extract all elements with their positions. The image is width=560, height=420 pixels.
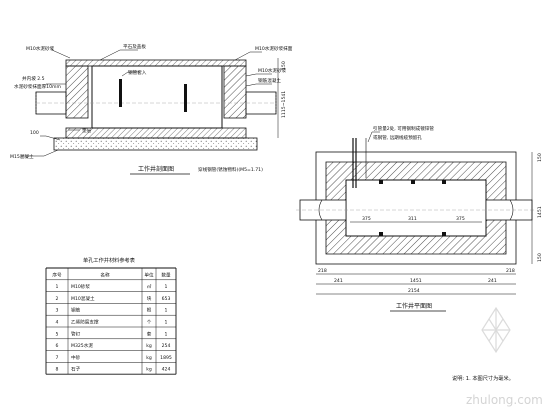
table-cell-unit: 个 (147, 320, 152, 326)
table-cell-name: M325水泥 (71, 342, 93, 349)
table-cell-qty: 1 (165, 320, 168, 326)
table-header-cell: 名称 (100, 271, 110, 278)
table-cell-unit: kg (146, 343, 152, 349)
table-cell-unit: kg (146, 355, 152, 361)
drawing-note: 说明: 1. 本图尺寸为毫米。 (452, 374, 514, 382)
plan-bot-dim-5: 218 (506, 268, 515, 274)
table-cell-index: 2 (56, 296, 59, 302)
table-cell-index: 4 (56, 320, 59, 326)
plan-view: 引管量2处, 可用钢制成镀锌管 或钢管, 远期线缆预留孔 375 311 375… (296, 125, 543, 312)
table-cell-qty: 254 (162, 343, 171, 349)
table-cell-index: 1 (56, 284, 59, 290)
plan-bot-dim-1: 218 (318, 268, 327, 274)
table-cell-name: M10混凝土 (71, 295, 95, 302)
dim-top-gap: 150 (281, 61, 287, 70)
materials-table: 单孔工作井材料参考表 序号 名称 单位数量 1 M10砂浆 ㎡ 1 2 M10混凝土 块 653 3 钢… (45, 256, 177, 375)
section-view: M10水泥砂浆 平石及盖板 M10水泥砂浆抹面 井内坡 2.5 水泥砂浆抹面厚1… (10, 43, 293, 175)
table-cell-qty: 1895 (160, 355, 172, 361)
table-cell-name: 石子 (71, 366, 81, 373)
label-right-side: M10水泥砂浆 (258, 67, 287, 74)
table-cell-unit: 根 (147, 307, 152, 314)
label-slope-1: 井内坡 2.5 (22, 75, 45, 82)
label-bottom-base: 垫层 (82, 127, 92, 134)
table-cell-name: 钢筋 (71, 307, 81, 314)
plan-bot-dim-4: 241 (488, 278, 497, 284)
table-cell-name: 管钉 (71, 330, 81, 337)
table-cell-qty: 1 (165, 308, 168, 314)
table-cell-qty: 1 (165, 284, 168, 290)
label-top-cover: 平石及盖板 (123, 43, 146, 50)
plan-inner-dim-3: 375 (456, 216, 465, 222)
plan-inner-dim-1: 375 (362, 216, 371, 222)
table-cell-unit: kg (146, 367, 152, 373)
section-title: 工作井剖面图 (138, 165, 174, 173)
table-cell-unit: 套 (147, 330, 152, 337)
table-header-cell: 单位 (144, 271, 154, 278)
table-cell-index: 8 (56, 367, 59, 373)
table-header-cell: 数量 (161, 271, 171, 278)
right-wall (223, 65, 247, 119)
plan-side-dim-mid: 1451 (537, 206, 543, 218)
base-layer (65, 127, 247, 139)
left-wall (65, 65, 89, 119)
watermark: zhulong.com (466, 306, 543, 407)
label-slope-2: 水泥砂浆抹面厚10mm (14, 83, 61, 90)
table-grid: 序号 名称 单位数量 1 M10砂浆 ㎡ 1 2 M10混凝土 块 653 3 钢筋 根 1 4 乙烯防腐支撑 个… (45, 267, 177, 375)
rebar-right (184, 84, 187, 112)
top-slab (65, 59, 247, 67)
table-cell-unit: ㎡ (147, 283, 152, 290)
table-cell-qty: 424 (162, 367, 171, 373)
plan-inner-dim-2: 311 (408, 216, 417, 222)
plan-label-top-2: 或钢管, 远期线缆预留孔 (373, 134, 422, 141)
watermark-text: zhulong.com (466, 393, 543, 407)
label-center-pipe: 钢管套入 (128, 69, 147, 76)
table-cell-unit: 块 (147, 295, 152, 302)
rebar-left (119, 79, 122, 107)
table-title: 单孔工作井材料参考表 (83, 256, 136, 264)
label-top-right-mortar: M10水泥砂浆抹面 (255, 45, 293, 52)
plan-bot-dim-2: 241 (334, 278, 343, 284)
plan-chamber (345, 179, 487, 237)
table-cell-index: 6 (56, 343, 59, 349)
inner-chamber (91, 65, 223, 129)
plan-side-dim-bot: 150 (537, 253, 543, 262)
table-cell-name: 中砂 (71, 354, 81, 361)
table-cell-index: 5 (56, 331, 59, 337)
table-header-cell: 序号 (52, 271, 62, 278)
table-cell-index: 3 (56, 308, 59, 314)
table-cell-qty: 1 (165, 331, 168, 337)
plan-bot-dim-3: 1451 (410, 278, 422, 284)
plan-label-top: 引管量2处, 可用钢制成镀锌管 (373, 125, 434, 132)
section-scale-note: 穿线钢管(锈蚀物料)(M5=1.71) (198, 166, 263, 173)
plan-bot-dim-total: 2154 (408, 288, 420, 294)
label-bottom-left: M15混凝土 (10, 153, 34, 160)
bottom-slab (53, 137, 258, 151)
label-bottom-dim: 100 (30, 130, 39, 136)
table-cell-name: 乙烯防腐支撑 (71, 319, 99, 326)
table-cell-qty: 653 (162, 296, 171, 302)
plan-side-dim-top: 150 (537, 153, 543, 162)
label-top-left-mortar: M10水泥砂浆 (26, 45, 55, 52)
dim-left-height: 1115~1541 (281, 91, 287, 118)
plan-title: 工作井平面图 (396, 302, 432, 310)
label-right-side-2: 钢筋混凝土 (258, 77, 281, 84)
table-cell-index: 7 (56, 355, 59, 361)
table-cell-name: M10砂浆 (71, 283, 90, 290)
